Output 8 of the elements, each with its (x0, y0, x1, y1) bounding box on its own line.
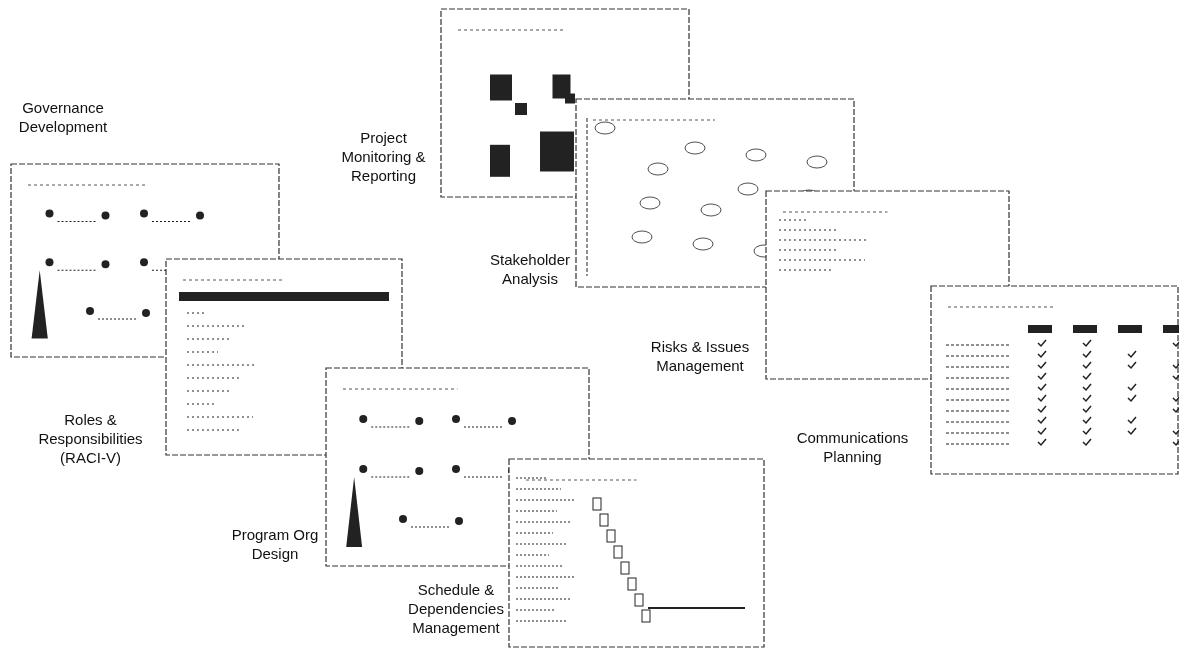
section-label: Governance Development (17, 98, 109, 136)
section-label: Risks & Issues Management (649, 337, 751, 375)
section-label: Project Monitoring & Reporting (340, 128, 427, 185)
section-label: Stakeholder Analysis (488, 250, 572, 288)
section-label: Roles & Responsibilities (RACI-V) (37, 410, 144, 467)
section-label: Program Org Design (230, 525, 320, 563)
section-label: Communications Planning (795, 428, 910, 466)
section-label: Schedule & Dependencies Management (407, 580, 505, 637)
